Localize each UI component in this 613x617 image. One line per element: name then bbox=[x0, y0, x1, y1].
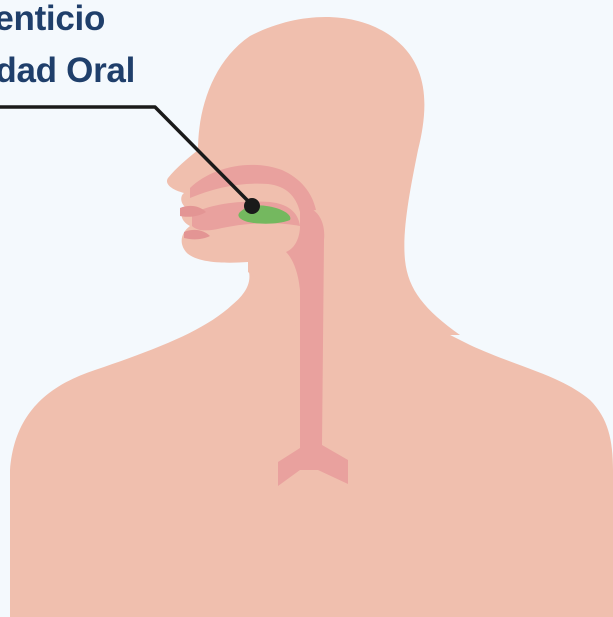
annotation-label-line-1: Bolo Alimenticio bbox=[0, 0, 105, 39]
annotation-label-line-2: en la Cavidad Oral bbox=[0, 51, 135, 91]
leader-dot bbox=[244, 198, 260, 214]
